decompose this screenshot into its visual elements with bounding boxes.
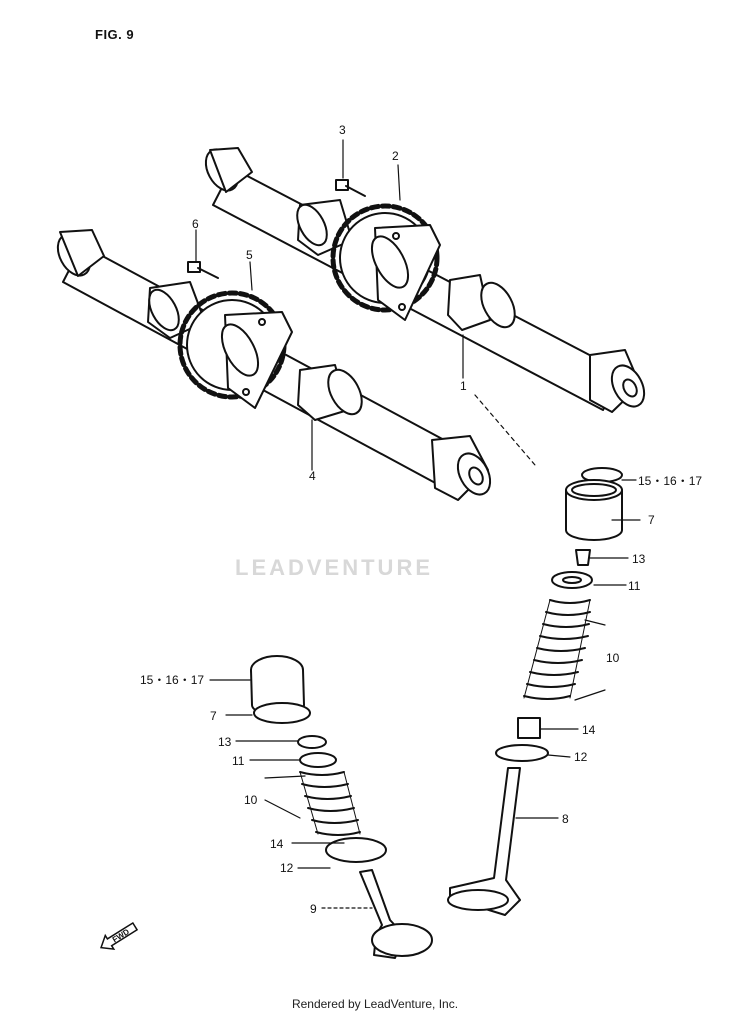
part-label-7-right: 7	[648, 513, 655, 527]
footer-credit: Rendered by LeadVenture, Inc.	[291, 997, 459, 1011]
part-label-12-left: 12	[280, 861, 294, 875]
forward-label: FWD	[111, 927, 131, 944]
part-label-15-16-17-right: 15・16・17	[638, 474, 703, 488]
sprocket-upper	[330, 203, 441, 321]
part-label-4: 4	[309, 469, 316, 483]
part-label-10-left: 10	[244, 793, 258, 807]
part-label-12-right: 12	[574, 750, 588, 764]
part-label-2: 2	[392, 149, 399, 163]
part-label-11-left: 11	[232, 754, 245, 768]
part-label-3: 3	[339, 123, 346, 137]
part-label-15-16-17-left: 15・16・17	[140, 673, 205, 687]
part-label-10-right: 10	[606, 651, 620, 665]
leader-lines	[195, 139, 641, 909]
valve-assembly-right	[447, 467, 623, 916]
bolt-3	[335, 179, 366, 197]
part-label-14-left: 14	[270, 837, 284, 851]
figure-label: FIG. 9	[95, 27, 135, 42]
part-label-9: 9	[310, 902, 317, 916]
camshaft-upper	[204, 147, 646, 413]
part-label-13-right: 13	[632, 552, 646, 566]
part-label-11-right: 11	[628, 579, 641, 593]
forward-arrow-icon: FWD	[100, 921, 139, 951]
part-label-13-left: 13	[218, 735, 232, 749]
sprocket-lower	[177, 290, 293, 409]
part-label-6: 6	[192, 217, 199, 231]
valve-assembly-left	[250, 655, 433, 959]
bolt-6	[187, 261, 219, 279]
part-label-7-left: 7	[210, 709, 217, 723]
camshaft-lower	[56, 229, 492, 501]
watermark: LEADVENTURE	[235, 555, 434, 580]
part-label-14-right: 14	[582, 723, 596, 737]
part-label-1: 1	[460, 379, 467, 393]
part-label-8: 8	[562, 812, 569, 826]
part-label-5: 5	[246, 248, 253, 262]
